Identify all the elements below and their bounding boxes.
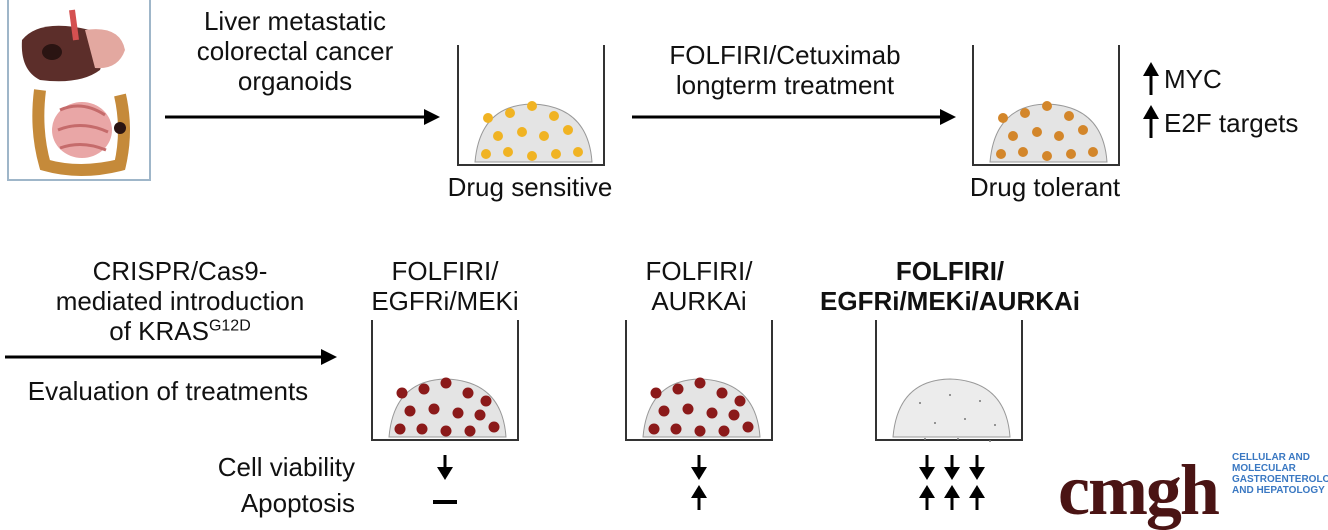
cell <box>440 377 452 389</box>
cell <box>989 440 991 442</box>
cell <box>949 394 951 396</box>
cell <box>1020 108 1030 118</box>
well-aurkai <box>625 320 773 441</box>
treatment-aurkai-label: FOLFIRI/ AURKAi <box>645 256 753 316</box>
well-combined <box>875 320 1023 442</box>
cell <box>957 438 959 440</box>
cell <box>418 383 430 395</box>
organoids-label: Liver metastatic colorectal cancer organ… <box>196 6 394 96</box>
cell <box>742 421 754 433</box>
cell <box>1066 149 1076 159</box>
cell <box>670 423 682 435</box>
cell <box>481 149 491 159</box>
viability-down-t1 <box>437 455 453 480</box>
cell <box>549 111 559 121</box>
cell <box>934 422 936 424</box>
anatomy-illustration <box>7 0 151 181</box>
cell <box>404 405 416 417</box>
cmgh-logo: cmgh <box>1058 450 1220 530</box>
cmgh-logo-text: CELLULAR AND MOLECULAR GASTROENTEROLOGY … <box>1232 452 1328 496</box>
cell <box>394 423 406 435</box>
cell <box>505 108 515 118</box>
cell <box>1042 101 1052 111</box>
cell <box>964 418 966 420</box>
crispr-label: CRISPR/Cas9- mediated introduction of KR… <box>55 256 305 346</box>
apoptosis-label: Apoptosis <box>240 488 355 518</box>
cell <box>573 147 583 157</box>
drug-sensitive-label: Drug sensitive <box>447 172 613 202</box>
cell <box>474 409 486 421</box>
cell <box>706 407 718 419</box>
cell <box>440 425 452 437</box>
myc-label: MYC <box>1164 64 1222 94</box>
cell <box>503 147 513 157</box>
cell <box>996 149 1006 159</box>
cell <box>648 423 660 435</box>
cell <box>924 438 926 440</box>
cell <box>493 131 503 141</box>
cell <box>539 131 549 141</box>
treatment-label: FOLFIRI/Cetuximab longterm treatment <box>669 40 901 100</box>
cell <box>994 424 996 426</box>
cell <box>998 113 1008 123</box>
well-egfri-meki <box>371 320 519 441</box>
cell <box>1078 125 1088 135</box>
cell <box>716 387 728 399</box>
viability-down-t2 <box>691 455 707 480</box>
cell <box>428 403 440 415</box>
cell <box>1032 127 1042 137</box>
up-arrow-e2f <box>1143 105 1159 138</box>
cell <box>1064 111 1074 121</box>
cell <box>464 425 476 437</box>
cell <box>672 383 684 395</box>
up-arrow-myc <box>1143 62 1159 95</box>
apoptosis-unchanged-t1 <box>433 500 457 504</box>
e2f-label: E2F targets <box>1164 108 1299 138</box>
viability-strong-down-t3 <box>919 455 985 480</box>
arrow-to-evaluation <box>5 349 337 365</box>
well-drug-tolerant <box>972 45 1120 166</box>
treatment-egfri-meki-label: FOLFIRI/ EGFRi/MEKi <box>371 256 519 316</box>
cell <box>488 421 500 433</box>
cell <box>527 151 537 161</box>
cell <box>1054 131 1064 141</box>
cell <box>480 395 492 407</box>
cell <box>517 127 527 137</box>
cell <box>483 113 493 123</box>
cell <box>694 377 706 389</box>
cell <box>734 395 746 407</box>
cell <box>396 387 408 399</box>
cell-viability-label: Cell viability <box>217 452 355 482</box>
cell <box>1088 147 1098 157</box>
arrow-to-sensitive <box>165 109 440 125</box>
cell <box>1008 131 1018 141</box>
apoptosis-up-t2 <box>691 485 707 510</box>
cell <box>694 425 706 437</box>
evaluation-label: Evaluation of treatments <box>27 376 309 406</box>
cell <box>527 101 537 111</box>
cell <box>682 403 694 415</box>
cell <box>919 402 921 404</box>
cell <box>650 387 662 399</box>
apoptosis-strong-up-t3 <box>919 485 985 510</box>
drug-tolerant-label: Drug tolerant <box>969 172 1121 202</box>
well-drug-sensitive <box>457 45 605 166</box>
cell <box>416 423 428 435</box>
cell <box>658 405 670 417</box>
cell <box>718 425 730 437</box>
cell <box>1042 151 1052 161</box>
cell <box>452 407 464 419</box>
cell <box>979 400 981 402</box>
cell <box>462 387 474 399</box>
cell <box>551 149 561 159</box>
cell <box>728 409 740 421</box>
treatment-combined-label: FOLFIRI/ EGFRi/MEKi/AURKAi <box>820 256 1080 316</box>
cell <box>563 125 573 135</box>
cell <box>1018 147 1028 157</box>
arrow-to-tolerant <box>632 109 956 125</box>
